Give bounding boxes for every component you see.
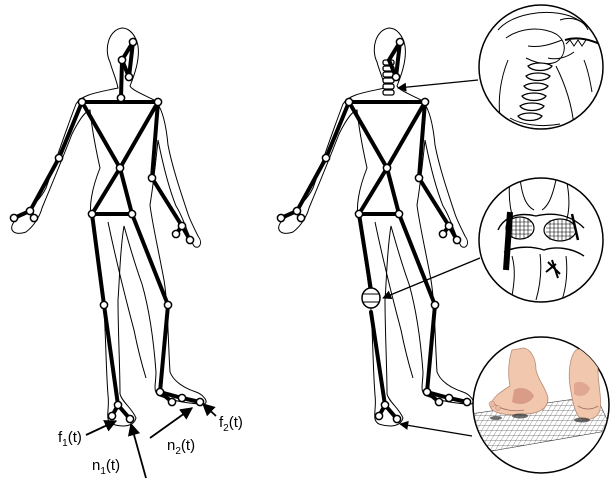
- left-figure-rear-leg: [107, 221, 147, 379]
- right-knee-joint: [361, 287, 381, 309]
- left-skeleton: [12, 40, 202, 421]
- left-joints: [9, 37, 205, 424]
- right-figure-rear-leg: [374, 221, 414, 379]
- callout-arrow-knee: [382, 257, 481, 300]
- foot-detail-circle: [472, 336, 610, 474]
- label-n1: n1(t): [92, 457, 120, 477]
- callout-arrow-neck: [397, 79, 479, 92]
- neck-detail-circle: [478, 4, 604, 130]
- arrow-n2: [149, 407, 194, 439]
- label-n2: n2(t): [167, 437, 195, 457]
- force-arrows: [85, 403, 217, 479]
- callout-arrow-foot: [399, 420, 473, 437]
- arrow-f2: [202, 403, 217, 417]
- arrow-n1: [127, 422, 147, 479]
- arrow-f1: [85, 420, 118, 436]
- right-skeleton: [279, 40, 469, 421]
- right-figure: [276, 27, 474, 427]
- right-foot-image: [568, 347, 601, 420]
- label-f2: f2(t): [219, 414, 243, 434]
- right-joints: [276, 37, 472, 424]
- callout-arrows: [382, 79, 481, 437]
- left-figure: f1(t) n1(t) n2(t) f2(t): [9, 27, 243, 479]
- label-f1: f1(t): [58, 429, 82, 449]
- right-figure-outline: [278, 27, 474, 427]
- left-figure-outline: [11, 27, 207, 427]
- knee-detail-circle: [478, 177, 604, 303]
